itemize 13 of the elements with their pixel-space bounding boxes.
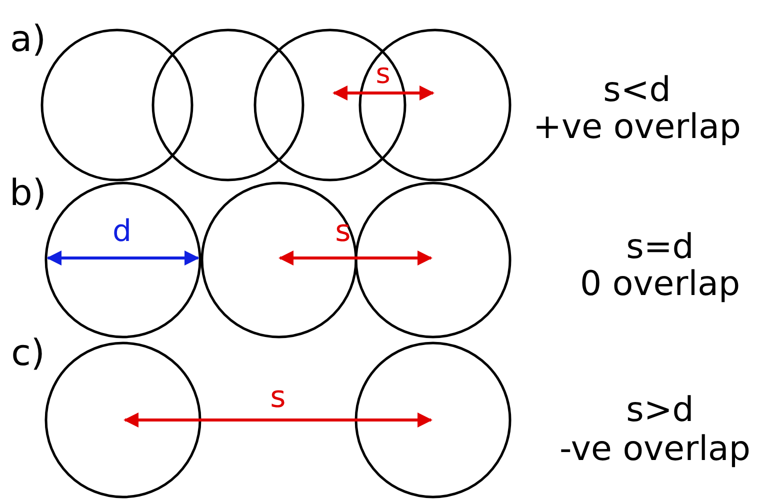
overlap-text: 0 overlap — [580, 267, 740, 301]
overlap-text: +ve overlap — [532, 110, 742, 144]
dimension-label: s — [270, 383, 286, 413]
dimension-label: d — [112, 217, 132, 247]
condition-text: s<d — [603, 73, 671, 107]
panel-letter: a) — [10, 22, 46, 58]
condition-text: s=d — [626, 230, 694, 264]
panel-letter: c) — [11, 336, 45, 372]
panel-letter: b) — [10, 176, 46, 212]
dimension-label: s — [376, 60, 390, 88]
overlap-text: -ve overlap — [560, 432, 750, 466]
dimension-label: s — [335, 217, 351, 247]
condition-text: s>d — [626, 393, 694, 427]
